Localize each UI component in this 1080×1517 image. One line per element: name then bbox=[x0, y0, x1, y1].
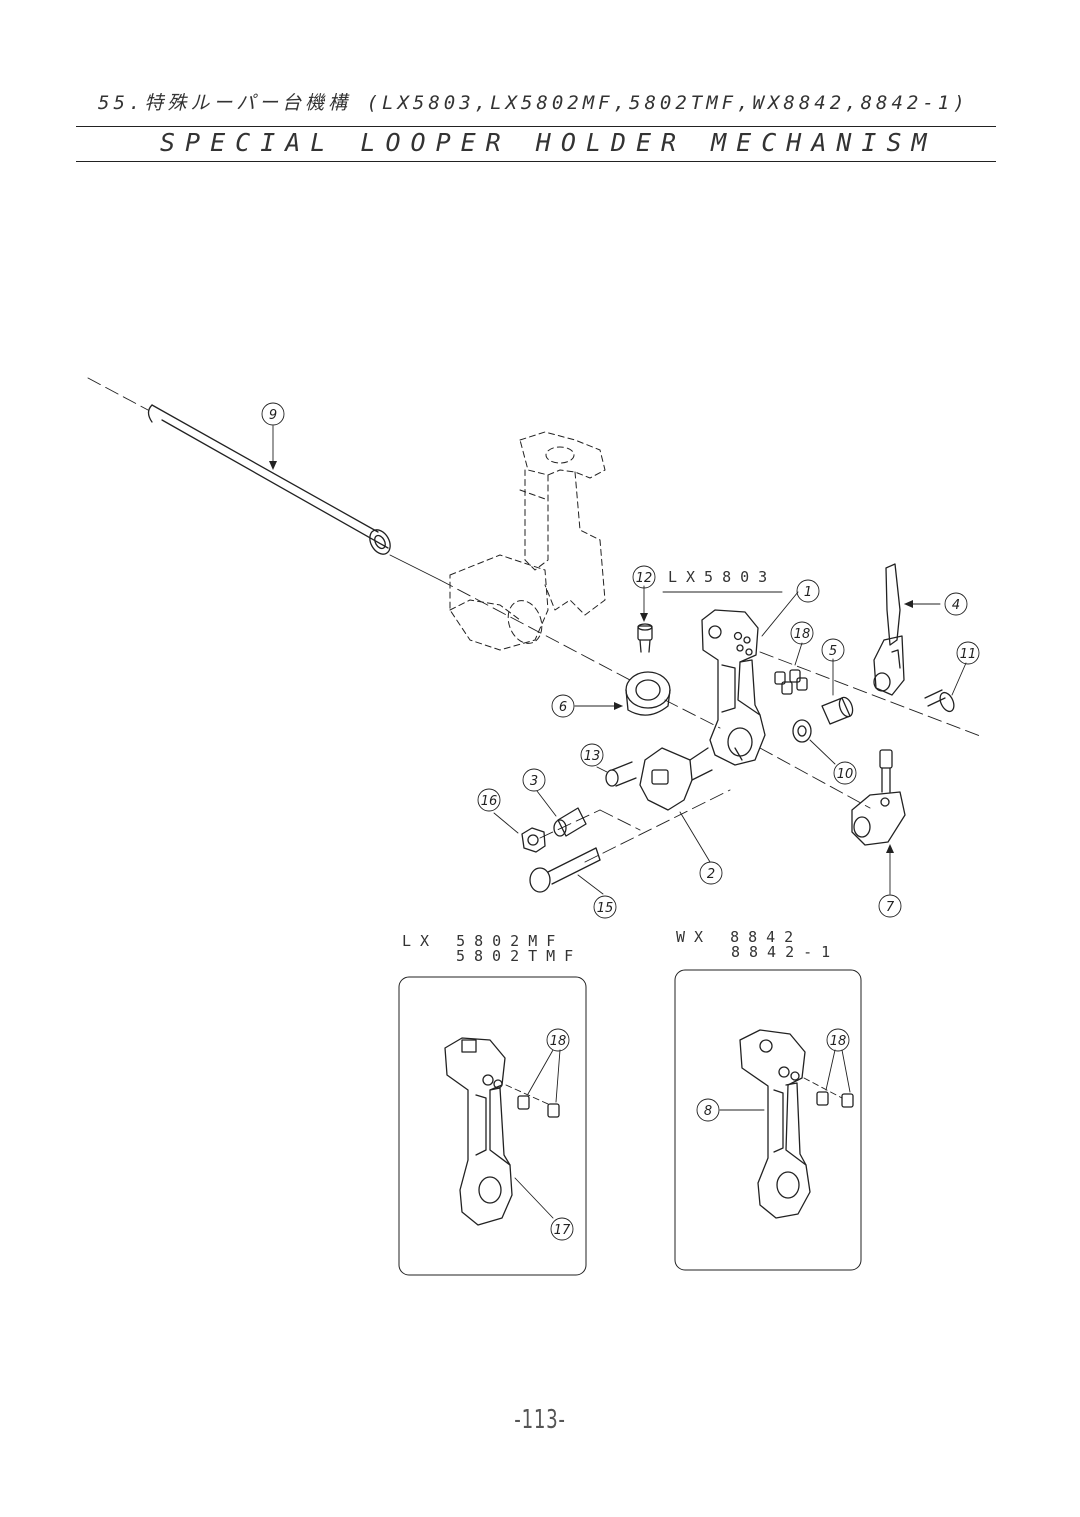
washer-part-10 bbox=[792, 719, 812, 743]
svg-text:7: 7 bbox=[886, 900, 895, 915]
svg-text:3: 3 bbox=[530, 774, 538, 789]
svg-text:1: 1 bbox=[804, 585, 812, 600]
callout-8: 8 bbox=[696, 1098, 720, 1122]
callout-18: 18 bbox=[790, 621, 814, 645]
callout-4: 4 bbox=[944, 592, 968, 616]
clamp-part-7 bbox=[851, 749, 906, 846]
collar-part-6 bbox=[625, 671, 671, 716]
section-title-en: SPECIAL LOOPER HOLDER MECHANISM bbox=[160, 128, 937, 157]
callout-17: 17 bbox=[550, 1217, 574, 1241]
svg-text:16: 16 bbox=[481, 794, 498, 809]
section-title-jp: 55.特殊ルーパー台機構 (LX5803,LX5802MF,5802TMF,WX… bbox=[98, 92, 969, 114]
assembly-centerline bbox=[87, 377, 981, 863]
model-label-wx8842: WX 8842 bbox=[676, 928, 803, 946]
callout-leaders bbox=[272, 425, 967, 895]
svg-text:18: 18 bbox=[794, 627, 811, 642]
title-rule-bottom bbox=[76, 161, 996, 162]
svg-text:15: 15 bbox=[597, 901, 614, 916]
svg-text:2: 2 bbox=[707, 867, 715, 882]
model-label-lx5803: LX5803 bbox=[668, 568, 777, 586]
callout-16: 16 bbox=[477, 788, 501, 812]
svg-text:18: 18 bbox=[830, 1034, 847, 1049]
callout-12: 12 bbox=[632, 565, 656, 589]
svg-text:10: 10 bbox=[837, 767, 854, 782]
inset-box-right bbox=[674, 969, 862, 1271]
set-screws-part-18 bbox=[774, 669, 808, 695]
model-label-8842-1: 8842-1 bbox=[731, 943, 840, 961]
callout-6: 6 bbox=[551, 694, 575, 718]
callout-18-left: 18 bbox=[546, 1028, 570, 1052]
svg-text:17: 17 bbox=[554, 1223, 571, 1238]
bracket-part-2 bbox=[639, 747, 713, 811]
inset-box-left bbox=[398, 976, 587, 1276]
callout-9: 9 bbox=[261, 402, 285, 426]
svg-text:4: 4 bbox=[952, 598, 960, 613]
title-rule-top bbox=[76, 126, 996, 127]
looper-part-4 bbox=[873, 563, 905, 696]
cap-screw-part-13 bbox=[605, 761, 637, 787]
screw-part-11 bbox=[924, 689, 955, 713]
svg-text:6: 6 bbox=[559, 700, 567, 715]
phantom-looper-base bbox=[449, 431, 606, 651]
looper-holder-part-8 bbox=[719, 1029, 854, 1219]
shaft-part-9 bbox=[147, 404, 391, 555]
pin-part-3 bbox=[553, 807, 587, 837]
svg-text:18: 18 bbox=[550, 1034, 567, 1049]
leader-arrows bbox=[269, 461, 913, 853]
looper-holder-part-17 bbox=[444, 1037, 561, 1226]
callout-1: 1 bbox=[796, 579, 820, 603]
callout-labels: 9 12 1 4 18 5 11 6 13 3 10 16 2 7 15 18 … bbox=[261, 402, 980, 1241]
callout-5: 5 bbox=[821, 638, 845, 662]
svg-text:5: 5 bbox=[829, 644, 837, 659]
callout-10: 10 bbox=[833, 761, 857, 785]
bushing-part-5 bbox=[821, 696, 854, 725]
cap-screw-part-12 bbox=[637, 623, 653, 653]
svg-text:11: 11 bbox=[960, 647, 977, 662]
callout-15: 15 bbox=[593, 895, 617, 919]
callout-13: 13 bbox=[580, 743, 604, 767]
callout-7: 7 bbox=[878, 894, 902, 918]
model-label-lx5802mf: LX 5802MF bbox=[402, 932, 565, 950]
model-label-5802tmf: 5802TMF bbox=[456, 947, 583, 965]
callout-3: 3 bbox=[522, 768, 546, 792]
svg-text:8: 8 bbox=[704, 1104, 712, 1119]
callout-18-right: 18 bbox=[826, 1028, 850, 1052]
svg-text:13: 13 bbox=[584, 749, 601, 764]
looper-holder-part-1 bbox=[701, 609, 766, 766]
svg-text:9: 9 bbox=[269, 408, 277, 423]
long-screw-part-15 bbox=[529, 847, 601, 893]
callout-11: 11 bbox=[956, 641, 980, 665]
nut-part-16 bbox=[521, 827, 546, 853]
callout-2: 2 bbox=[699, 861, 723, 885]
svg-text:12: 12 bbox=[636, 571, 653, 586]
page-number: -113- bbox=[514, 1405, 566, 1435]
